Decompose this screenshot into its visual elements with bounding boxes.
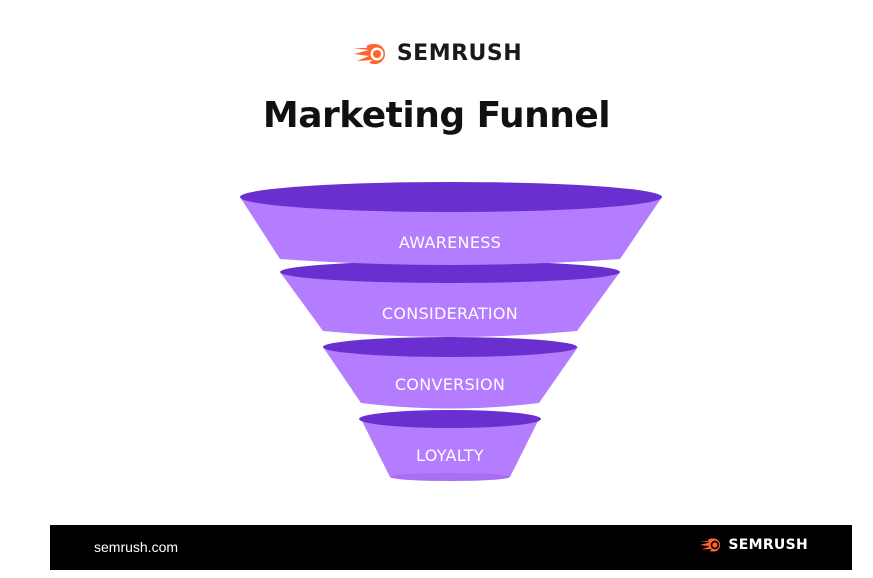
- funnel-stage-awareness: AWARENESS: [240, 182, 662, 265]
- footer-logo: SEMRUSH: [698, 537, 808, 553]
- marketing-funnel-diagram: LOYALTY CONVERSION CONSIDERATION AWARENE…: [240, 182, 662, 481]
- stage-label-loyalty: LOYALTY: [416, 446, 484, 465]
- header-logo: SEMRUSH: [0, 41, 873, 66]
- brand-wordmark: SEMRUSH: [396, 41, 523, 66]
- funnel-stage-loyalty: LOYALTY: [359, 410, 541, 481]
- funnel-stage-consideration: CONSIDERATION: [280, 261, 620, 337]
- semrush-fireball-icon: [699, 538, 721, 552]
- stage-label-consideration: CONSIDERATION: [382, 304, 518, 323]
- stage-label-conversion: CONVERSION: [395, 375, 505, 394]
- page-title: Marketing Funnel: [262, 95, 611, 136]
- footer-url[interactable]: semrush.com: [94, 539, 179, 555]
- semrush-fireball-icon: [352, 43, 385, 64]
- footer-brand-wordmark: SEMRUSH: [728, 537, 808, 553]
- footer-bar: semrush.com SEMRUSH: [50, 525, 852, 570]
- funnel-stage-conversion: CONVERSION: [323, 337, 578, 409]
- stage-label-awareness: AWARENESS: [399, 233, 501, 252]
